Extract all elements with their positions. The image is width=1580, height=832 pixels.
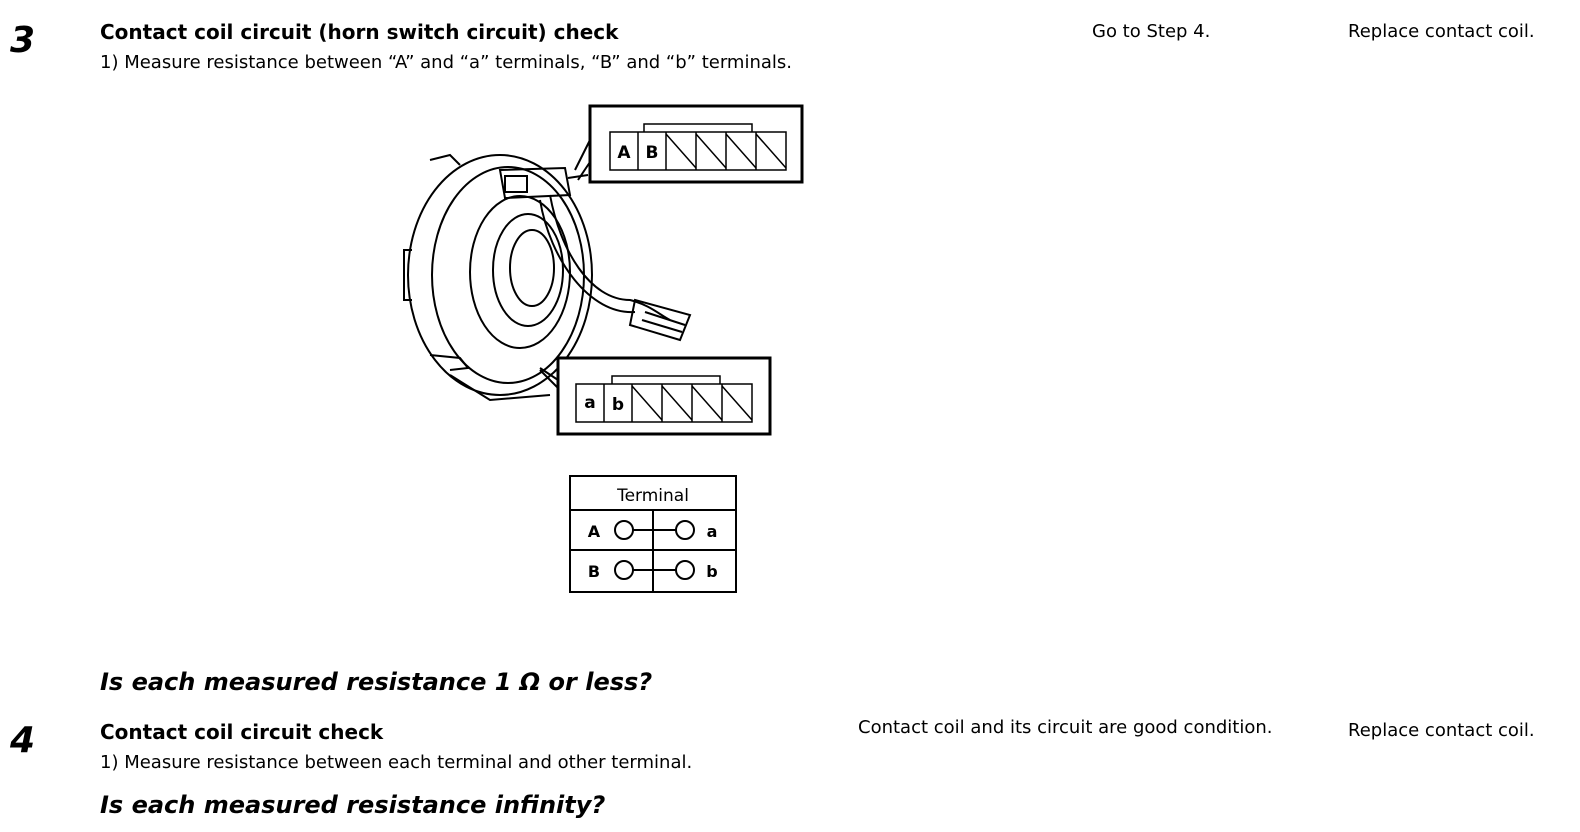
upper-connector-callout: A B (574, 104, 804, 184)
terminal-table-header: Terminal (616, 486, 689, 506)
terminal-table: Terminal A a B b (569, 475, 737, 593)
lower-connector-callout: a b (539, 356, 772, 436)
step-title: Contact coil circuit (horn switch circui… (100, 20, 619, 44)
connector-terminal-label: b (612, 395, 624, 415)
no-action: Replace contact coil. (1348, 720, 1535, 741)
yes-action: Contact coil and its circuit are good co… (858, 717, 1273, 738)
step-question: Is each measured resistance infinity? (100, 791, 606, 819)
step-question: Is each measured resistance 1 Ω or less? (100, 668, 653, 696)
step-number: 4 (10, 720, 36, 761)
terminal-circle (675, 520, 695, 540)
connector-terminal-label: a (584, 393, 595, 413)
connector-terminal-label: A (617, 143, 631, 163)
terminal-left-label: A (588, 522, 601, 541)
step-title: Contact coil circuit check (100, 720, 384, 744)
contact-coil-figure: A B a b Terminal A a B (403, 104, 804, 593)
connector-terminal-label: B (646, 143, 659, 163)
no-action: Replace contact coil. (1348, 21, 1535, 42)
step-number: 3 (10, 20, 36, 61)
step-instruction: 1) Measure resistance between each termi… (100, 752, 693, 773)
terminal-left-label: B (588, 562, 600, 581)
terminal-right-label: b (706, 562, 717, 581)
terminal-circle (675, 560, 695, 580)
yes-action: Go to Step 4. (1092, 21, 1211, 42)
step-instruction: 1) Measure resistance between “A” and “a… (100, 52, 792, 73)
contact-coil-drawing (403, 153, 692, 402)
terminal-right-label: a (707, 522, 718, 541)
